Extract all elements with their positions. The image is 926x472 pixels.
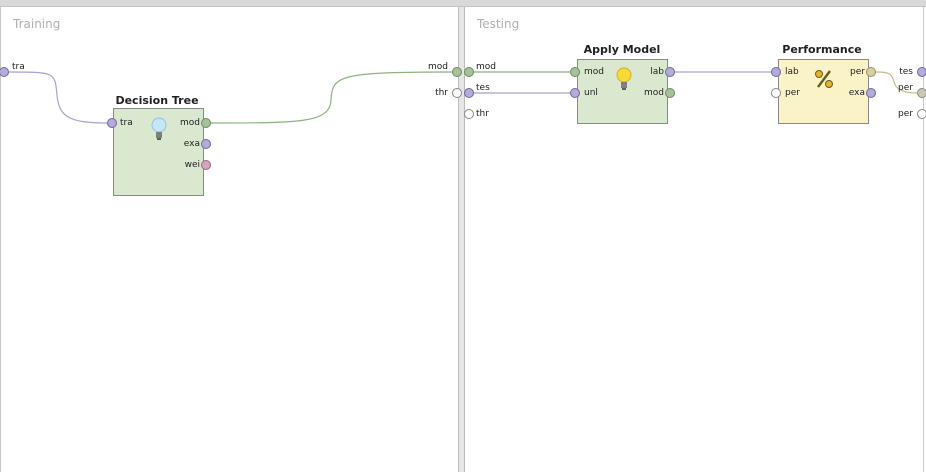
performance-output-label-exa: exa bbox=[848, 88, 865, 98]
decision-tree-output-port-exa[interactable] bbox=[201, 139, 211, 149]
training-input-port-tra[interactable] bbox=[0, 67, 9, 77]
top-toolbar-edge bbox=[0, 0, 926, 7]
testing-input-port-label-tes: tes bbox=[476, 83, 490, 93]
decision-tree-output-label-mod: mod bbox=[180, 118, 200, 128]
decision-tree-title: Decision Tree bbox=[115, 94, 199, 107]
performance-output-port-exa[interactable] bbox=[866, 88, 876, 98]
training-input-port-label: tra bbox=[12, 62, 25, 72]
decision-tree-input-port-tra[interactable] bbox=[107, 118, 117, 128]
testing-output-port-label-tes: tes bbox=[899, 67, 913, 77]
wire-training-input-to-decision-tree[interactable] bbox=[8, 71, 111, 124]
training-output-port-label-mod: mod bbox=[428, 62, 448, 72]
panel-divider[interactable] bbox=[459, 7, 464, 472]
training-output-port-label-thr: thr bbox=[435, 88, 448, 98]
performance-input-port-per[interactable] bbox=[771, 88, 781, 98]
apply-model-operator[interactable]: mod unl lab mod bbox=[577, 59, 668, 124]
testing-panel-title: Testing bbox=[477, 17, 520, 31]
apply-model-title: Apply Model bbox=[583, 43, 661, 56]
testing-output-port-tes[interactable] bbox=[917, 67, 926, 77]
apply-model-output-label-mod: mod bbox=[644, 88, 664, 98]
testing-input-port-mod[interactable] bbox=[464, 67, 474, 77]
testing-input-port-tes[interactable] bbox=[464, 88, 474, 98]
apply-model-output-port-mod[interactable] bbox=[665, 88, 675, 98]
training-panel-title: Training bbox=[13, 17, 61, 31]
decision-tree-output-port-mod[interactable] bbox=[201, 118, 211, 128]
performance-output-port-per[interactable] bbox=[866, 67, 876, 77]
apply-model-input-label-unl: unl bbox=[584, 88, 598, 98]
apply-model-input-port-unl[interactable] bbox=[570, 88, 580, 98]
percent-icon bbox=[815, 70, 833, 88]
decision-tree-operator[interactable]: tra mod exa wei bbox=[113, 108, 204, 196]
decision-tree-output-label-exa: exa bbox=[183, 139, 200, 149]
lightbulb-icon bbox=[616, 67, 632, 90]
testing-input-port-label-thr: thr bbox=[476, 109, 489, 119]
testing-output-port-per-2[interactable] bbox=[917, 109, 926, 119]
performance-output-label-per: per bbox=[850, 67, 865, 77]
decision-tree-input-label-tra: tra bbox=[120, 118, 133, 128]
training-output-port-mod[interactable] bbox=[452, 67, 462, 77]
lightbulb-icon bbox=[151, 117, 167, 140]
training-output-port-thr[interactable] bbox=[452, 88, 462, 98]
testing-input-port-thr[interactable] bbox=[464, 109, 474, 119]
decision-tree-output-port-wei[interactable] bbox=[201, 160, 211, 170]
wire-decision-tree-model-to-training-output[interactable] bbox=[209, 71, 456, 124]
testing-input-port-label-mod: mod bbox=[476, 62, 496, 72]
apply-model-input-label-mod: mod bbox=[584, 67, 604, 77]
testing-output-port-label-per-2: per bbox=[898, 109, 913, 119]
apply-model-output-port-lab[interactable] bbox=[665, 67, 675, 77]
testing-output-port-label-per-1: per bbox=[898, 83, 913, 93]
performance-input-label-lab: lab bbox=[785, 67, 799, 77]
training-subprocess-panel[interactable]: Training bbox=[0, 7, 459, 472]
performance-operator[interactable]: lab per per exa bbox=[778, 59, 869, 124]
performance-title: Performance bbox=[782, 43, 862, 56]
apply-model-input-port-mod[interactable] bbox=[570, 67, 580, 77]
wire-performance-to-testing-output[interactable] bbox=[875, 71, 918, 94]
performance-input-port-lab[interactable] bbox=[771, 67, 781, 77]
testing-output-port-per-1[interactable] bbox=[917, 88, 926, 98]
performance-input-label-per: per bbox=[785, 88, 800, 98]
apply-model-output-label-lab: lab bbox=[650, 67, 664, 77]
decision-tree-output-label-wei: wei bbox=[184, 160, 200, 170]
